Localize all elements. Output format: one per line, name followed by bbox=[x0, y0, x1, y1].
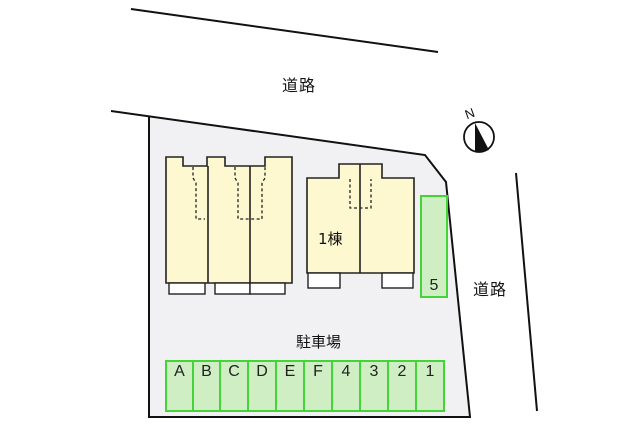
parking-slot-label: 4 bbox=[341, 363, 351, 380]
parking-row: A B C D E F 4 3 2 1 bbox=[165, 360, 445, 412]
parking-slot-label: 5 bbox=[429, 277, 439, 294]
building-label: 1棟 bbox=[318, 230, 343, 248]
parking-slot-label: B bbox=[201, 363, 212, 380]
lot-boundary-line bbox=[110, 110, 472, 418]
parking-slot-E: E bbox=[275, 360, 305, 412]
building-left bbox=[165, 156, 293, 295]
parking-slot-label: 2 bbox=[397, 363, 407, 380]
parking-slot-2: 2 bbox=[387, 360, 417, 412]
north-arrow-icon bbox=[463, 121, 495, 153]
parking-slot-4: 4 bbox=[331, 360, 361, 412]
parking-lot-label: 駐車場 bbox=[296, 333, 342, 351]
north-road-edge-line bbox=[130, 8, 439, 53]
parking-slot-C: C bbox=[219, 360, 249, 412]
parking-slot-label: A bbox=[174, 363, 185, 380]
parking-slot-5: 5 bbox=[420, 195, 448, 298]
parking-slot-label: 1 bbox=[425, 363, 435, 380]
parking-slot-F: F bbox=[303, 360, 333, 412]
parking-slot-B: B bbox=[192, 360, 221, 412]
east-road-edge-line bbox=[515, 172, 538, 412]
parking-slot-A: A bbox=[165, 360, 194, 412]
parking-slot-D: D bbox=[247, 360, 277, 412]
parking-slot-label: F bbox=[313, 363, 323, 380]
east-road-label: 道路 bbox=[473, 280, 508, 299]
parking-slot-3: 3 bbox=[359, 360, 389, 412]
parking-slot-1: 1 bbox=[415, 360, 445, 412]
parking-slot-label: 3 bbox=[369, 363, 379, 380]
parking-slot-label: C bbox=[228, 363, 240, 380]
north-road-label: 道路 bbox=[282, 76, 317, 95]
parking-slot-label: E bbox=[284, 363, 296, 380]
building-1 bbox=[306, 163, 415, 289]
parking-slot-label: D bbox=[256, 363, 268, 380]
